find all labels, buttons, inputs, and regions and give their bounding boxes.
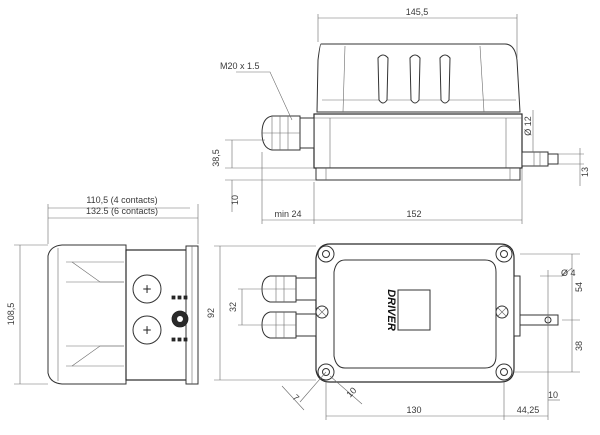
thread-label: M20 x 1.5: [220, 61, 260, 71]
dim-152: 152: [406, 209, 421, 219]
dim-10-left: 10: [230, 195, 240, 205]
dim-130: 130: [406, 405, 421, 415]
dim-diam-4: Ø 4: [561, 268, 576, 278]
dim-min-24: min 24: [274, 209, 301, 219]
end-view: + + 110,5 (4 contacts) 132.5 (6 contacts…: [6, 195, 199, 385]
dim-13: 13: [580, 167, 590, 177]
dim-diam-12: Ø 12: [523, 116, 533, 136]
plan-view: DRIVER 92 32 Ø 4 54 38: [206, 243, 584, 420]
dim-44-25: 44,25: [517, 405, 540, 415]
dim-92: 92: [206, 308, 216, 318]
dim-108-5: 108,5: [6, 303, 16, 326]
dim-10-angled: 10: [344, 385, 358, 399]
brand-logo-text: DRIVER: [385, 289, 397, 331]
dim-38: 38: [574, 341, 584, 351]
contact-plus-1: +: [142, 282, 152, 296]
contact-plus-2: +: [142, 323, 152, 337]
dim-145-5: 145,5: [406, 7, 429, 17]
dim-10-right: 10: [548, 390, 558, 400]
dim-contacts-6: 132.5 (6 contacts): [86, 206, 158, 216]
dim-7: 7: [291, 392, 302, 403]
dim-32: 32: [228, 302, 238, 312]
dim-38-5: 38,5: [211, 149, 221, 167]
dim-54: 54: [574, 282, 584, 292]
side-elevation-view: 145,5 M20 x 1.5 Ø 12 13 38,5 10 min 24 1…: [211, 7, 590, 224]
dim-contacts-4: 110,5 (4 contacts): [86, 195, 157, 205]
